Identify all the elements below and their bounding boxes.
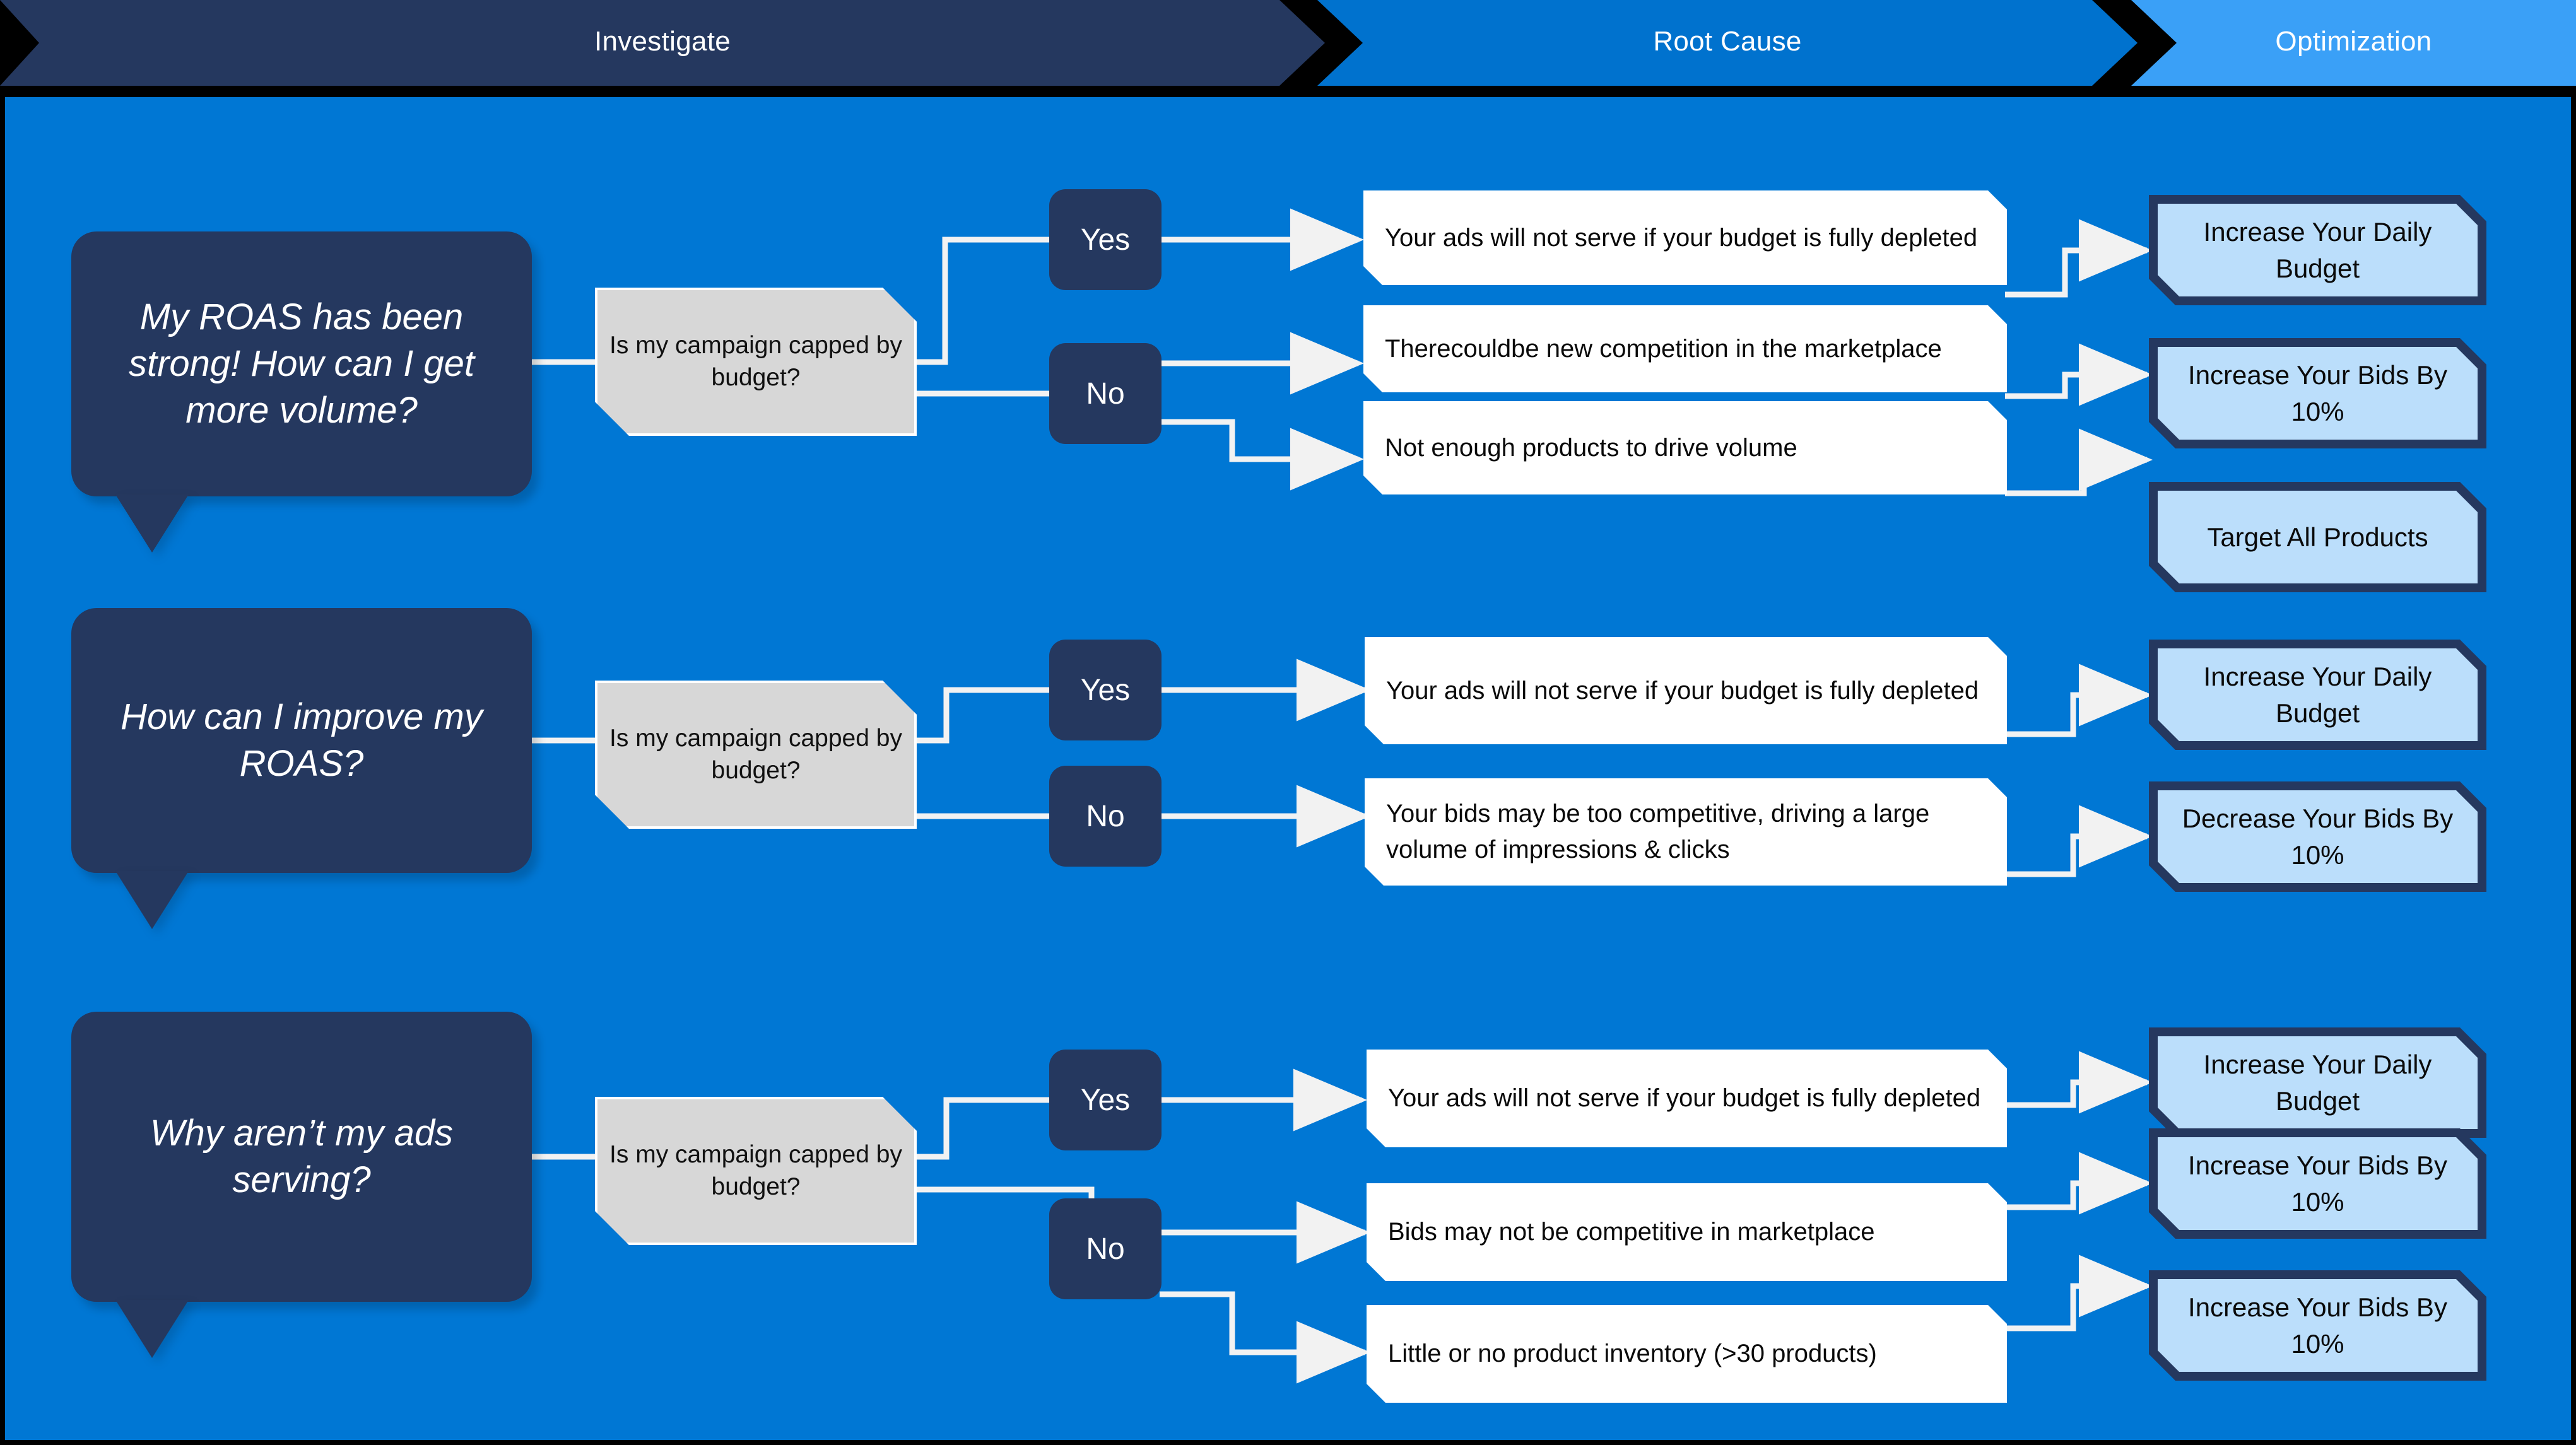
question-bubble-tail-row-2	[115, 871, 189, 929]
root-cause-text-r3-2: Bids may not be competitive in marketpla…	[1388, 1218, 1875, 1246]
branch-yes-row-3[interactable]: Yes	[1049, 1050, 1162, 1150]
root-cause-text-r1-3: Not enough products to drive volume	[1385, 433, 1797, 462]
root-cause-text-r2-1: Your ads will not serve if your budget i…	[1386, 676, 1979, 705]
branch-no-label-row-1: No	[1086, 377, 1125, 411]
root-cause-box-r2-1[interactable]: Your ads will not serve if your budget i…	[1365, 637, 2007, 744]
root-cause-box-r3-2[interactable]: Bids may not be competitive in marketpla…	[1367, 1183, 2007, 1281]
stage-header-band: Investigate Root Cause Optimization	[0, 0, 2576, 86]
root-cause-text-r1-1: Your ads will not serve if your budget i…	[1385, 223, 1978, 252]
optimization-text-r1-3: Target All Products	[2207, 522, 2428, 552]
question-bubble-text-row-3: Why aren’t my ads serving?	[150, 1112, 454, 1200]
branch-no-label-row-3: No	[1086, 1232, 1125, 1266]
wire-r2-rc2-to-op2	[2005, 805, 2153, 877]
wire-r3-rc2-to-op2	[2005, 1152, 2153, 1215]
optimization-inner-r3-2: Increase Your Bids By 10%	[2158, 1137, 2478, 1230]
root-cause-box-r3-1[interactable]: Your ads will not serve if your budget i…	[1367, 1050, 2007, 1147]
decision-box-text-row-3: Is my campaign capped by budget?	[609, 1140, 902, 1200]
optimization-box-r3-2[interactable]: Increase Your Bids By 10%	[2149, 1128, 2486, 1239]
wire-r3-decision-to-yes	[914, 1097, 1049, 1160]
optimization-text-r3-1: Increase Your Daily Budget	[2203, 1050, 2432, 1116]
decision-box-text-row-1: Is my campaign capped by budget?	[609, 331, 902, 391]
wire-r2-rc1-to-op1	[2005, 664, 2153, 737]
wire-r1-decision-to-yes	[914, 237, 1049, 365]
wire-r1-rc1-to-op1	[2005, 219, 2153, 298]
optimization-text-r3-2: Increase Your Bids By 10%	[2188, 1150, 2447, 1217]
flowchart-canvas: My ROAS has been strong! How can I get m…	[5, 97, 2571, 1440]
root-cause-box-r3-3[interactable]: Little or no product inventory (>30 prod…	[1367, 1305, 2007, 1403]
question-bubble-row-1[interactable]: My ROAS has been strong! How can I get m…	[71, 231, 532, 496]
decision-box-row-2[interactable]: Is my campaign capped by budget?	[595, 681, 917, 829]
question-bubble-row-3[interactable]: Why aren’t my ads serving?	[71, 1012, 532, 1302]
decision-box-row-3[interactable]: Is my campaign capped by budget?	[595, 1097, 917, 1245]
stage-chevron-investigate[interactable]: Investigate	[0, 0, 1325, 86]
optimization-text-r2-1: Increase Your Daily Budget	[2203, 662, 2432, 728]
optimization-inner-r1-1: Increase Your Daily Budget	[2158, 204, 2478, 296]
optimization-inner-r1-2: Increase Your Bids By 10%	[2158, 347, 2478, 440]
wire-r1-rc3-to-op3	[2005, 428, 2153, 496]
optimization-box-r3-3[interactable]: Increase Your Bids By 10%	[2149, 1270, 2486, 1381]
optimization-inner-r1-3: Target All Products	[2158, 491, 2478, 583]
optimization-inner-r3-1: Increase Your Daily Budget	[2158, 1036, 2478, 1129]
optimization-box-r2-1[interactable]: Increase Your Daily Budget	[2149, 640, 2486, 750]
root-cause-box-r1-2[interactable]: Therecouldbe new competition in the mark…	[1363, 305, 2007, 392]
root-cause-box-r1-1[interactable]: Your ads will not serve if your budget i…	[1363, 190, 2007, 285]
question-bubble-text-row-2: How can I improve my ROAS?	[121, 696, 483, 784]
stage-label-optimization: Optimization	[2275, 26, 2432, 57]
optimization-inner-r2-1: Increase Your Daily Budget	[2158, 648, 2478, 741]
optimization-inner-r2-2: Decrease Your Bids By 10%	[2158, 790, 2478, 883]
optimization-box-r1-1[interactable]: Increase Your Daily Budget	[2149, 195, 2486, 305]
root-cause-box-r1-3[interactable]: Not enough products to drive volume	[1363, 401, 2007, 494]
optimization-box-r1-3[interactable]: Target All Products	[2149, 482, 2486, 592]
root-cause-text-r1-2: Therecouldbe new competition in the mark…	[1385, 334, 1942, 363]
root-cause-text-r2-2: Your bids may be too competitive, drivin…	[1386, 800, 1930, 863]
stage-label-investigate: Investigate	[594, 26, 731, 57]
branch-no-row-1[interactable]: No	[1049, 343, 1162, 444]
wire-r3-rc1-to-op1	[2005, 1051, 2153, 1114]
branch-no-label-row-2: No	[1086, 799, 1125, 833]
wire-r2-decision-to-yes	[914, 687, 1049, 744]
question-bubble-row-2[interactable]: How can I improve my ROAS?	[71, 608, 532, 873]
wire-r3-no-to-rc3	[1160, 1291, 1370, 1384]
branch-yes-label-row-3: Yes	[1080, 1083, 1131, 1117]
optimization-text-r1-1: Increase Your Daily Budget	[2203, 217, 2432, 283]
optimization-text-r1-2: Increase Your Bids By 10%	[2188, 360, 2447, 426]
root-cause-text-r3-3: Little or no product inventory (>30 prod…	[1388, 1340, 1877, 1368]
decision-box-row-1[interactable]: Is my campaign capped by budget?	[595, 288, 917, 436]
optimization-inner-r3-3: Increase Your Bids By 10%	[2158, 1279, 2478, 1372]
branch-yes-row-2[interactable]: Yes	[1049, 640, 1162, 740]
branch-yes-label-row-2: Yes	[1080, 673, 1131, 707]
branch-no-row-2[interactable]: No	[1049, 766, 1162, 867]
optimization-box-r1-2[interactable]: Increase Your Bids By 10%	[2149, 338, 2486, 448]
question-bubble-tail-row-1	[115, 494, 189, 553]
optimization-text-r2-2: Decrease Your Bids By 10%	[2182, 804, 2454, 870]
wire-r1-no-to-rc3	[1160, 419, 1364, 491]
optimization-box-r2-2[interactable]: Decrease Your Bids By 10%	[2149, 781, 2486, 892]
stage-label-root-cause: Root Cause	[1653, 26, 1802, 57]
stage-chevron-optimization[interactable]: Optimization	[2131, 0, 2576, 86]
branch-no-row-3[interactable]: No	[1049, 1198, 1162, 1299]
branch-yes-label-row-1: Yes	[1080, 223, 1131, 257]
optimization-box-r3-1[interactable]: Increase Your Daily Budget	[2149, 1027, 2486, 1138]
stage-chevron-root-cause[interactable]: Root Cause	[1317, 0, 2138, 86]
wire-r3-rc3-to-op3	[2005, 1255, 2153, 1331]
optimization-text-r3-3: Increase Your Bids By 10%	[2188, 1292, 2447, 1359]
branch-yes-row-1[interactable]: Yes	[1049, 189, 1162, 290]
root-cause-text-r3-1: Your ads will not serve if your budget i…	[1388, 1084, 1981, 1113]
decision-box-text-row-2: Is my campaign capped by budget?	[609, 724, 902, 784]
root-cause-box-r2-2[interactable]: Your bids may be too competitive, drivin…	[1365, 778, 2007, 886]
question-bubble-text-row-1: My ROAS has been strong! How can I get m…	[128, 296, 475, 431]
wire-r1-rc2-to-op2	[2005, 343, 2153, 406]
question-bubble-tail-row-3	[115, 1300, 189, 1358]
